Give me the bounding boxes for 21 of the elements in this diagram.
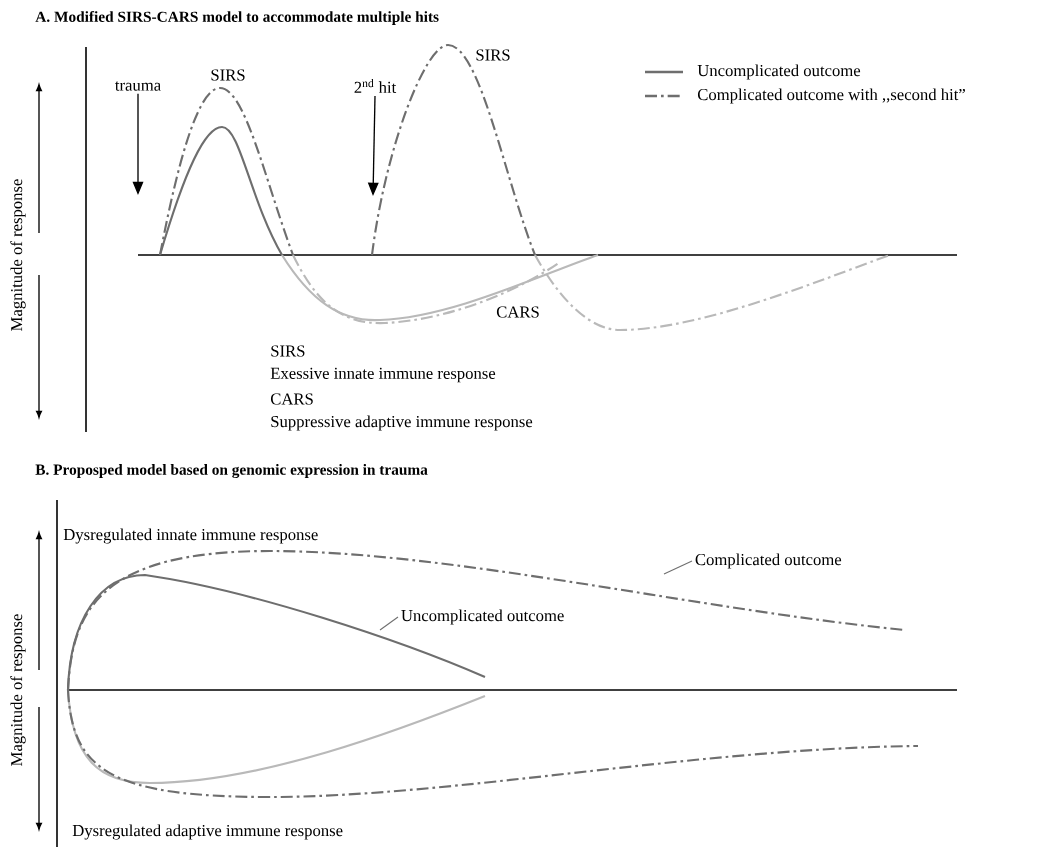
- leader-line: [663, 560, 693, 575]
- text-label: SIRS: [271, 345, 305, 357]
- leader-line: [379, 616, 399, 631]
- axis-title: Magnitude of response: [10, 179, 26, 331]
- text-label: Exessive innate immune response: [270, 367, 496, 383]
- text-label: Uncomplicated outcome: [401, 609, 564, 625]
- axis-title: Magnitude of response: [10, 614, 26, 766]
- panel-heading: A. Modified SIRS-CARS model to accommodate multiple hits: [35, 11, 439, 26]
- text-label: 2$^{nd}$ hit: [354, 79, 397, 94]
- text-label: trauma: [115, 81, 161, 91]
- panel-heading: B. Proposped model based on genomic expression in trauma: [35, 464, 428, 478]
- text-label: Dysregulated innate immune response: [63, 528, 318, 544]
- legend-text: Complicated outcome with ,,second hit”: [697, 88, 965, 104]
- text-label: Dysregulated adaptive immune response: [72, 824, 343, 840]
- text-label: SIRS: [211, 69, 245, 81]
- text-label: Complicated outcome: [695, 553, 842, 569]
- text-label: CARS: [496, 306, 539, 318]
- legend-text: Uncomplicated outcome: [697, 64, 861, 80]
- text-label: SIRS: [476, 49, 510, 61]
- text-label: CARS: [270, 393, 313, 405]
- text-label: Suppressive adaptive immune response: [271, 415, 533, 431]
